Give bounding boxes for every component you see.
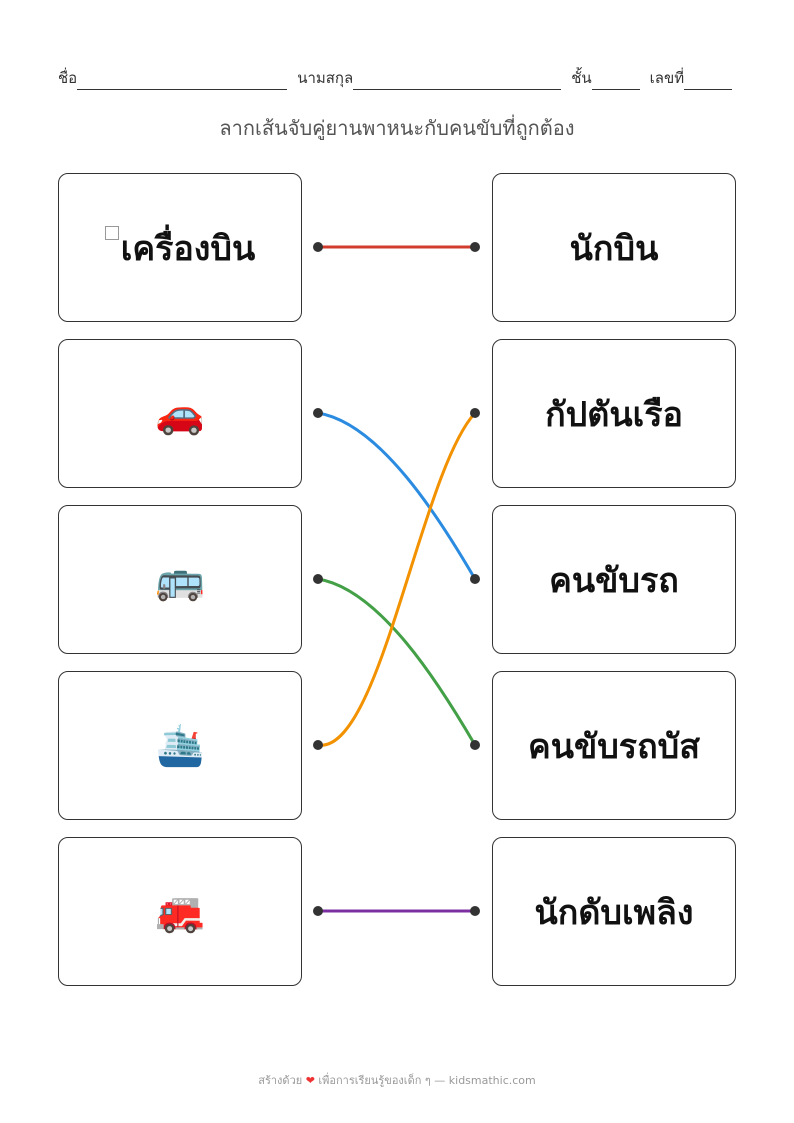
left-connector-dot[interactable] <box>313 906 323 916</box>
driver-card[interactable]: คนขับรถบัส <box>492 671 736 820</box>
left-connector-dot[interactable] <box>313 408 323 418</box>
right-connector-dot[interactable] <box>470 574 480 584</box>
footer-made-with: สร้างด้วย <box>258 1074 303 1087</box>
match-line[interactable] <box>317 577 477 746</box>
number-label: เลขที่ <box>649 69 685 87</box>
class-field[interactable] <box>591 74 640 90</box>
match-line[interactable] <box>317 411 477 747</box>
vehicle-card-bus[interactable]: 🚌 <box>58 505 302 654</box>
worksheet-title: ลากเส้นจับคู่ยานพาหนะกับคนขับที่ถูกต้อง <box>219 116 575 140</box>
driver-label: นักบิน <box>569 228 659 269</box>
surname-field[interactable] <box>353 74 562 90</box>
vehicle-label: เครื่องบิน <box>120 228 256 269</box>
number-field[interactable] <box>684 74 733 90</box>
match-line[interactable] <box>317 411 477 580</box>
name-field[interactable] <box>77 74 288 90</box>
driver-label: คนขับรถบัส <box>528 726 700 767</box>
vehicle-card-car[interactable]: 🚗 <box>58 339 302 488</box>
surname-label: นามสกุล <box>297 69 354 87</box>
class-label: ชั้น <box>571 69 592 87</box>
driver-card[interactable]: คนขับรถ <box>492 505 736 654</box>
driver-card[interactable]: นักบิน <box>492 173 736 322</box>
name-label: ชื่อ <box>58 69 78 87</box>
bus-icon: 🚌 <box>155 557 205 603</box>
driver-card[interactable]: กัปตันเรือ <box>492 339 736 488</box>
right-connector-dot[interactable] <box>470 906 480 916</box>
car-icon: 🚗 <box>155 391 205 437</box>
driver-label: คนขับรถ <box>549 560 679 601</box>
broken-image-icon <box>104 226 119 240</box>
vehicle-card-plane[interactable]: เครื่องบิน <box>58 173 302 322</box>
left-connector-dot[interactable] <box>313 574 323 584</box>
driver-card[interactable]: นักดับเพลิง <box>492 837 736 986</box>
footer-credit: เพื่อการเรียนรู้ของเด็ก ๆ — kidsmathic.c… <box>318 1074 536 1087</box>
driver-label: นักดับเพลิง <box>534 892 694 933</box>
vehicle-card-fire-truck[interactable]: 🚒 <box>58 837 302 986</box>
left-connector-dot[interactable] <box>313 242 323 252</box>
right-connector-dot[interactable] <box>470 740 480 750</box>
vehicle-card-ship[interactable]: 🛳️ <box>58 671 302 820</box>
heart-icon: ❤ <box>305 1074 315 1087</box>
ship-icon: 🛳️ <box>155 723 205 769</box>
left-connector-dot[interactable] <box>313 740 323 750</box>
driver-label: กัปตันเรือ <box>545 394 683 435</box>
student-info-header: ชื่อ นามสกุล ชั้น เลขที่ <box>58 66 748 90</box>
fire-truck-icon: 🚒 <box>155 889 205 935</box>
footer: สร้างด้วย ❤ เพื่อการเรียนรู้ของเด็ก ๆ — … <box>0 1071 794 1089</box>
right-connector-dot[interactable] <box>470 242 480 252</box>
right-connector-dot[interactable] <box>470 408 480 418</box>
